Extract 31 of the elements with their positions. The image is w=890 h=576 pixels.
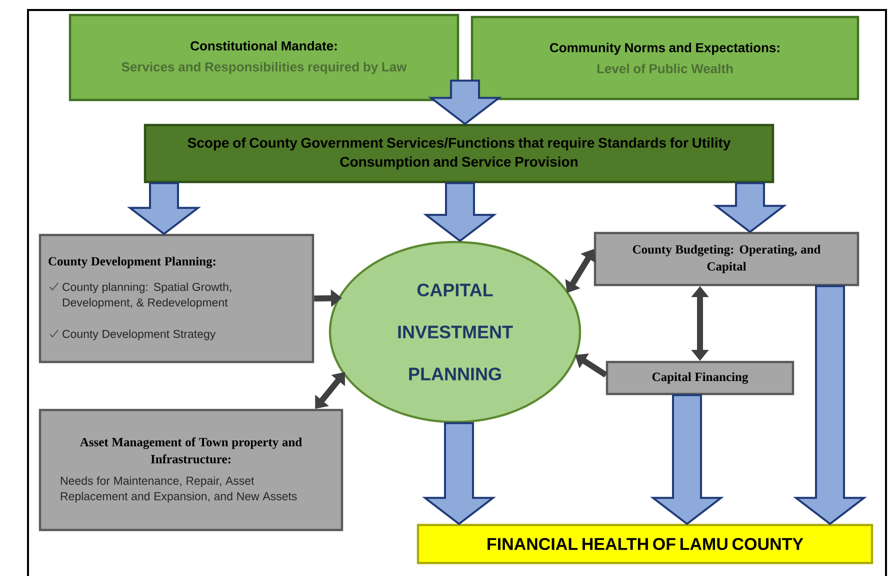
box-heading: Asset Management of Town property and Infrastructure: bbox=[80, 437, 302, 464]
block-arrow bbox=[428, 80, 502, 126]
central-ellipse bbox=[328, 240, 582, 424]
box-heading: Community Norms and Expectations: bbox=[550, 42, 780, 55]
box-label: Scope of County Government Services/Functions that require Standards for Utility Consumption and Service Provision bbox=[188, 137, 731, 170]
block-arrow bbox=[650, 394, 724, 526]
checklist-item: County Development Strategy bbox=[62, 330, 216, 340]
process-box bbox=[594, 232, 860, 286]
block-arrow bbox=[423, 182, 497, 242]
block-arrow bbox=[713, 182, 787, 234]
box-label: CAPITAL INVESTMENT PLANNING bbox=[398, 284, 513, 380]
box-text: Services and Responsibilities required by Law bbox=[122, 62, 407, 74]
box-heading: County Development Planning: bbox=[48, 256, 216, 268]
box-text: Needs for Maintenance, Repair, Asset Replacement and Expansion, and New Assets bbox=[60, 476, 297, 503]
input-box bbox=[68, 14, 460, 102]
checklist-item: County planning: Spatial Growth, Development, & Redevelopment bbox=[62, 282, 232, 309]
process-box bbox=[38, 408, 344, 532]
box-label: County Budgeting: Operating, and Capital bbox=[632, 244, 821, 274]
arrow bbox=[315, 372, 345, 409]
process-box bbox=[606, 360, 794, 396]
box-text: Level of Public Wealth bbox=[597, 64, 733, 74]
input-box bbox=[470, 16, 860, 100]
box-label: Capital Financing bbox=[652, 372, 748, 384]
scope-box bbox=[144, 124, 774, 184]
block-arrow bbox=[793, 285, 867, 526]
box-label: FINANCIAL HEALTH OF LAMU COUNTY bbox=[488, 538, 804, 550]
block-arrow bbox=[422, 422, 496, 526]
box-heading: Constitutional Mandate: bbox=[190, 40, 337, 50]
process-box bbox=[38, 234, 314, 364]
outcome-box bbox=[416, 524, 874, 564]
block-arrow bbox=[127, 182, 201, 236]
